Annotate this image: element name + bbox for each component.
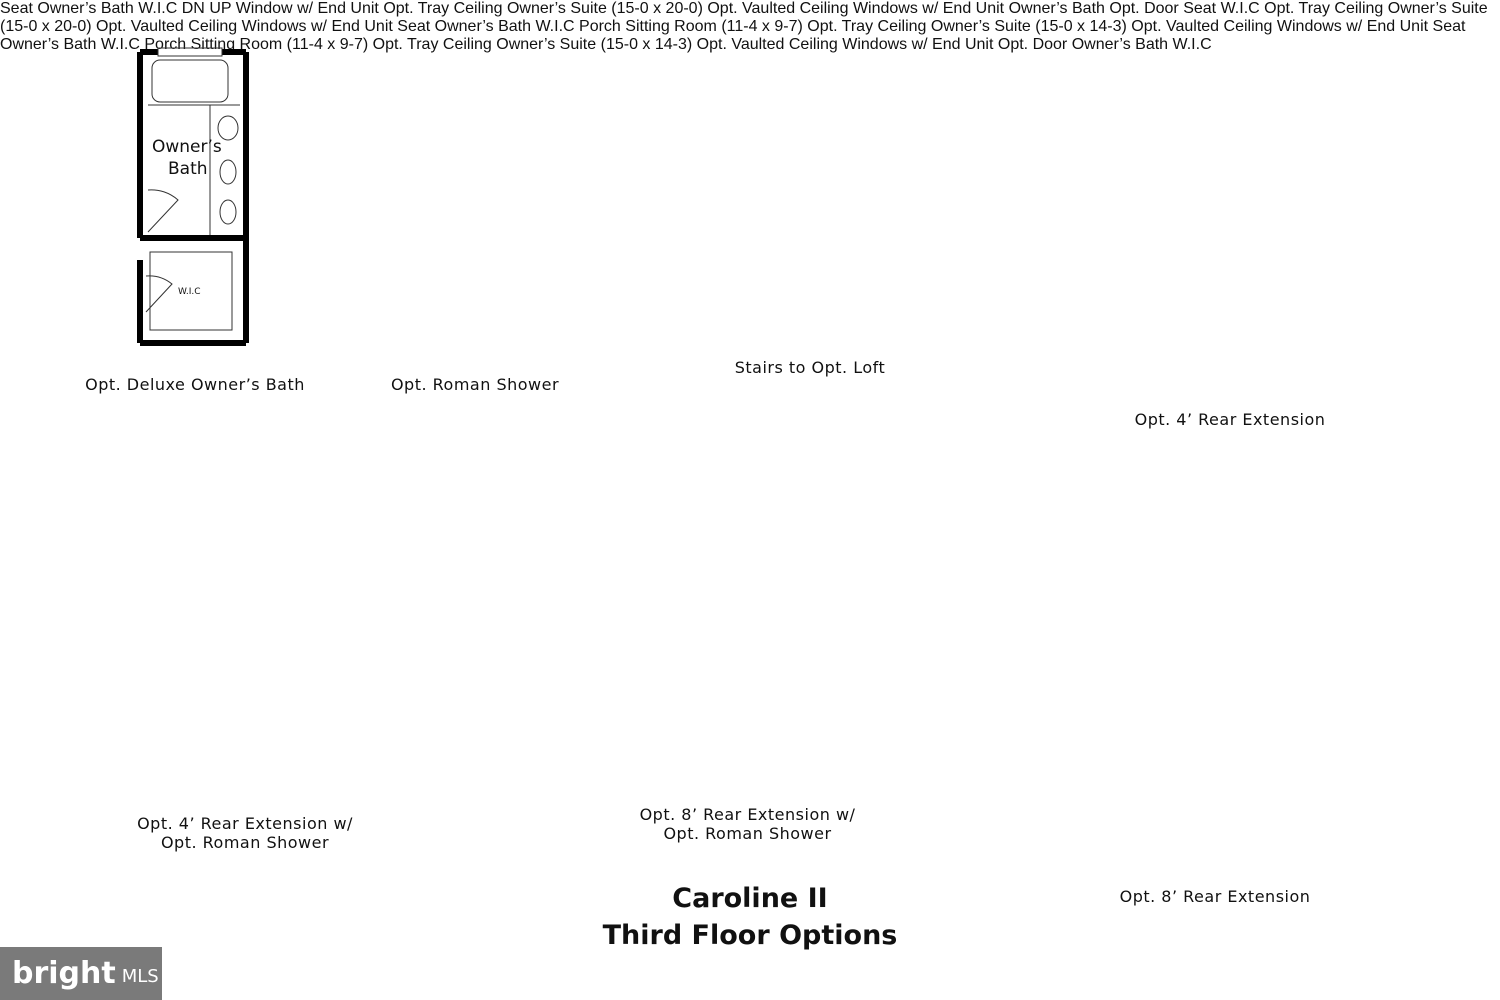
- plan-4-rear-extension: Opt. Tray Ceiling Owner’s Suite (15-0 x …: [383, 0, 1264, 17]
- arrow-up-icon: DN UP Window w/ End Unit: [182, 0, 384, 17]
- plan-title: Caroline II: [672, 883, 828, 914]
- sink-icon: W.I.C: [1173, 36, 1212, 53]
- plan-stairs-loft: DN UP Window w/ End Unit: [182, 0, 384, 17]
- sink-icon: [219, 199, 237, 225]
- caption-8-rear-extension-roman: Opt. 8’ Rear Extension w/ Opt. Roman Sho…: [615, 805, 880, 843]
- toilet-icon: Owner’s Bath W.I.C: [0, 36, 140, 53]
- stairs-dn-label: DN: [181, 0, 205, 17]
- room-label-bath: Bath: [168, 159, 208, 179]
- shower-icon: Seat Owner’s Bath W.I.C: [397, 18, 579, 35]
- window-label: Window: [235, 0, 293, 17]
- tray-ceiling-outline: Opt. Tray Ceiling Owner’s Suite (15-0 x …: [372, 36, 1212, 53]
- plan-roman-shower: Seat Owner’s Bath W.I.C: [0, 0, 182, 17]
- bright-mls-watermark: bright MLS: [0, 947, 162, 1000]
- window-end-unit-label: w/ End Unit: [297, 0, 379, 17]
- sink-icon: W.I.C: [1173, 36, 1212, 53]
- seat-label: Seat: [0, 0, 33, 17]
- stairs-up-label: UP: [209, 0, 232, 17]
- toilet-icon: [217, 115, 239, 141]
- vaulted-arrow-icon: Windows w/ End Unit Seat Owner’s Bath W.…: [0, 18, 1466, 53]
- caption-roman-shower: Opt. Roman Shower: [390, 375, 560, 394]
- caption-deluxe-owners-bath: Opt. Deluxe Owner’s Bath: [85, 375, 305, 394]
- room-label-owners: Owner’s: [152, 137, 222, 157]
- plan-subtitle: Third Floor Options: [602, 920, 898, 951]
- caption-line-2: Opt. Roman Shower: [663, 824, 832, 843]
- bathtub-icon: [151, 59, 229, 103]
- sink-icon: Owner’s Bath W.I.C: [435, 18, 579, 35]
- room-label-wic: W.I.C: [178, 287, 201, 297]
- shower-icon: Opt. Door Owner’s Bath W.I.C: [998, 36, 1212, 53]
- tray-ceiling-outline: Opt. Tray Ceiling Owner’s Suite (15-0 x …: [0, 18, 1466, 53]
- room-label-owners: Owner’s: [37, 0, 97, 17]
- plan-4-rear-extension-roman: Opt. Tray Ceiling Owner’s Suite (15-0 x …: [0, 0, 1488, 35]
- stair-well: DN UP Window w/ End Unit: [182, 0, 384, 17]
- bathtub-icon: Owner’s Bath Opt. Door Seat W.I.C: [1009, 0, 1265, 17]
- shower-icon: Seat Owner’s Bath W.I.C: [0, 0, 182, 17]
- caption-line-1: Opt. 8’ Rear Extension w/: [639, 805, 856, 824]
- shower-icon: Seat W.I.C: [1183, 0, 1260, 17]
- plan-deluxe-owners-bath: Owner’s Bath W.I.C: [137, 47, 249, 346]
- sink-icon: Owner’s Bath W.I.C: [37, 0, 181, 17]
- toilet-icon: Owner’s Bath W.I.C: [37, 0, 181, 17]
- caption-4-rear-extension-roman: Opt. 4’ Rear Extension w/ Opt. Roman Sho…: [110, 814, 380, 852]
- sink-icon: Owner’s Bath Opt. Door Seat W.I.C: [1009, 0, 1265, 17]
- room-label-owners-suite: Owner’s Suite: [506, 0, 607, 17]
- caption-4-rear-extension: Opt. 4’ Rear Extension: [1134, 410, 1326, 429]
- toilet-icon: W.I.C: [1172, 36, 1212, 53]
- watermark-suffix: MLS: [121, 966, 159, 987]
- tray-ceiling-label: Opt. Tray Ceiling: [383, 0, 503, 17]
- sink-icon: Owner’s Bath W.I.C: [0, 36, 144, 53]
- vaulted-arrow-icon: Windows w/ End Unit Owner’s Bath Opt. Do…: [853, 0, 1264, 17]
- sink-icon: Owner’s Bath W.I.C: [0, 36, 144, 53]
- arrow-down-icon: DN UP Window w/ End Unit: [182, 0, 384, 17]
- plan-8-rear-extension-roman: Porch Sitting Room (11-4 x 9-7) Opt. Tra…: [0, 18, 1466, 53]
- sink-icon: Owner’s Bath Opt. Door Seat W.I.C: [1009, 0, 1265, 17]
- room-dims: (15-0 x 20-0): [611, 0, 703, 17]
- toilet-icon: Owner’s Bath Opt. Door Seat W.I.C: [1009, 0, 1265, 17]
- caption-stairs-loft: Stairs to Opt. Loft: [734, 358, 886, 377]
- watermark-brand: bright: [12, 956, 116, 991]
- vaulted-arrow-icon: Windows w/ End Unit Opt. Door Owner’s Ba…: [842, 36, 1212, 53]
- room-label-wic: W.I.C: [138, 0, 178, 17]
- vaulted-arrow-icon: Windows w/ End Unit Seat Owner’s Bath W.…: [242, 18, 579, 35]
- tray-ceiling-outline: Opt. Tray Ceiling Owner’s Suite (15-0 x …: [383, 0, 1264, 17]
- shower-head-icon: Seat Owner’s Bath W.I.C: [0, 0, 182, 17]
- bathtub-icon: Opt. Door Owner’s Bath W.I.C: [997, 36, 1212, 53]
- plan-8-rear-extension: Porch Sitting Room (11-4 x 9-7) Opt. Tra…: [144, 36, 1212, 53]
- sink-icon: Owner’s Bath W.I.C: [435, 18, 579, 35]
- toilet-icon: Owner’s Bath W.I.C: [434, 18, 575, 35]
- caption-line-2: Opt. Roman Shower: [160, 833, 330, 852]
- shower-icon: Seat Owner’s Bath W.I.C: [0, 18, 1466, 53]
- sink-icon: Owner’s Bath W.I.C: [37, 0, 181, 17]
- caption-8-rear-extension: Opt. 8’ Rear Extension: [1119, 887, 1311, 906]
- room-label-bath: Bath: [100, 0, 134, 17]
- caption-line-1: Opt. 4’ Rear Extension w/: [137, 814, 353, 833]
- tray-ceiling-outline: Opt. Tray Ceiling Owner’s Suite (15-0 x …: [0, 0, 1488, 35]
- sink-icon: [219, 159, 237, 185]
